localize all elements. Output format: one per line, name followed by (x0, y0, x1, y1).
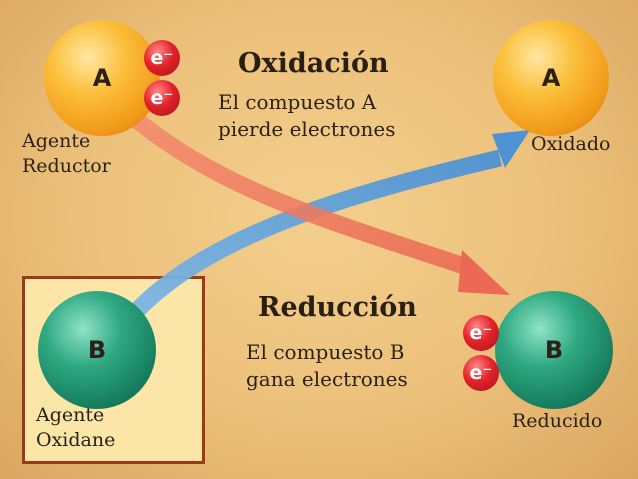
compound-b-reduced-letter: B (544, 336, 564, 364)
reducing-agent-label-line2: Reductor (22, 155, 111, 177)
oxidation-description-line2: pierde electrones (218, 117, 396, 141)
electron-b-1: e⁻ (463, 315, 499, 351)
reduction-description-line2: gana electrones (246, 367, 408, 391)
electron-b-2: e⁻ (463, 355, 499, 391)
electron-a-2: e⁻ (144, 80, 180, 116)
electron-a-1: e⁻ (144, 40, 180, 76)
electron-label: e⁻ (150, 87, 174, 109)
reducing-agent-label-line1: Agente (22, 130, 91, 152)
reduction-description-line1: El compuesto B (246, 340, 405, 364)
reduced-label: Reducido (512, 410, 603, 432)
compound-b-oxidizing-agent: B (38, 291, 156, 409)
oxidation-arrow (122, 106, 510, 295)
compound-a-oxidized: A (493, 20, 609, 136)
oxidized-label: Oxidado (531, 133, 611, 155)
compound-a-oxidized-letter: A (541, 64, 561, 92)
oxidation-title: Oxidación (238, 48, 389, 79)
compound-a-letter: A (92, 64, 112, 92)
electron-label: e⁻ (469, 362, 493, 384)
reduction-title: Reducción (258, 292, 417, 323)
compound-b-letter: B (87, 336, 107, 364)
oxidizing-agent-label-line2: Oxidane (36, 429, 116, 451)
compound-a-reducing-agent: A (44, 20, 160, 136)
electron-label: e⁻ (150, 47, 174, 69)
compound-b-reduced: B (495, 291, 613, 409)
oxidizing-agent-label-line1: Agente (36, 404, 105, 426)
oxidation-description-line1: El compuesto A (218, 90, 377, 114)
reduction-arrow (123, 130, 530, 324)
electron-label: e⁻ (469, 322, 493, 344)
